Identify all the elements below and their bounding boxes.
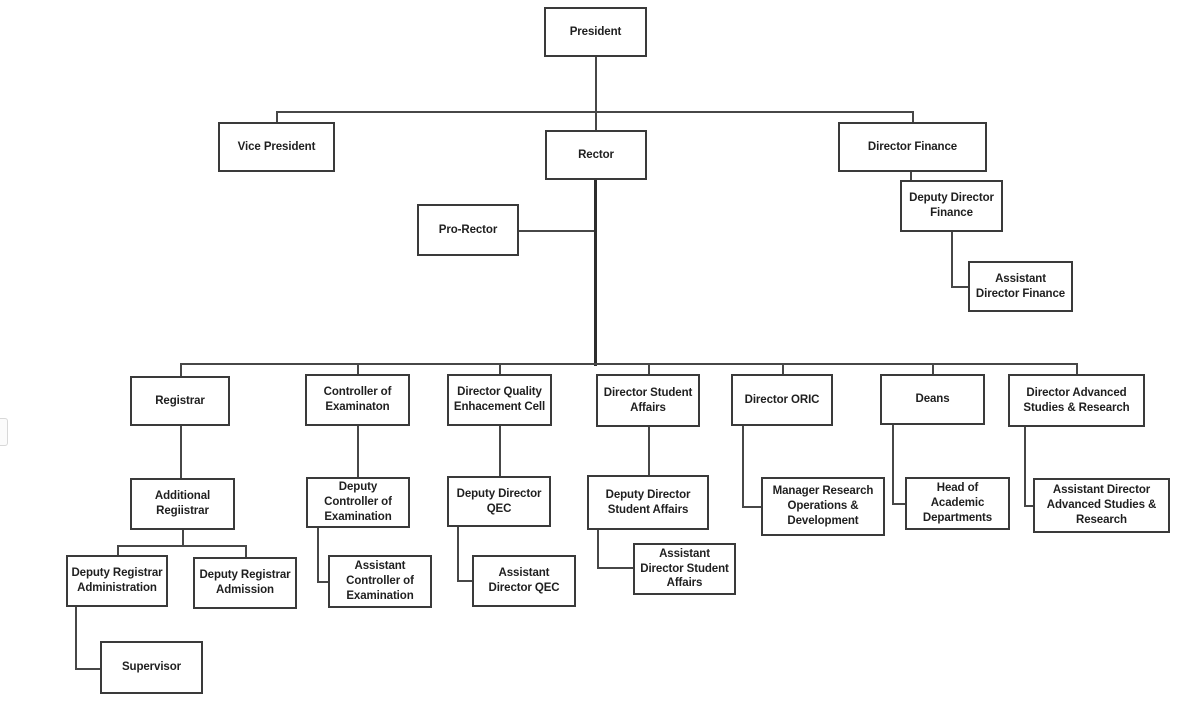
org-connector — [317, 528, 319, 583]
org-node-head-of-academic-departments: Head of Academic Departments — [905, 477, 1010, 530]
org-node-manager-research-operations: Manager Research Operations & Developmen… — [761, 477, 885, 536]
org-node-additional-registrar: Additional Regiistrar — [130, 478, 235, 530]
org-connector — [180, 363, 1078, 365]
org-connector — [245, 545, 247, 559]
org-node-president: President — [544, 7, 647, 57]
org-connector — [892, 503, 907, 505]
org-connector — [75, 607, 77, 670]
org-connector — [182, 530, 184, 547]
org-connector — [597, 567, 635, 569]
org-connector — [597, 530, 599, 569]
org-node-director-student-affairs: Director Student Affairs — [596, 374, 700, 427]
org-connector — [742, 506, 763, 508]
org-connector — [1076, 363, 1078, 376]
org-connector — [648, 427, 650, 477]
org-connector — [357, 363, 359, 376]
org-node-deputy-director-finance: Deputy Director Finance — [900, 180, 1003, 232]
org-node-assistant-director-finance: Assistant Director Finance — [968, 261, 1073, 312]
org-connector — [499, 426, 501, 478]
org-node-director-advanced-studies: Director Advanced Studies & Research — [1008, 374, 1145, 427]
org-connector — [951, 286, 970, 288]
org-connector — [117, 545, 247, 547]
org-connector — [595, 111, 597, 132]
org-node-vice-president: Vice President — [218, 122, 335, 172]
org-connector — [1024, 505, 1035, 507]
org-node-director-finance: Director Finance — [838, 122, 987, 172]
org-node-controller-of-examination: Controller of Examinaton — [305, 374, 410, 426]
org-node-deputy-director-qec: Deputy Director QEC — [447, 476, 551, 527]
org-node-deputy-controller-of-examination: Deputy Controller of Examination — [306, 477, 410, 528]
org-node-deans: Deans — [880, 374, 985, 425]
org-node-assistant-director-advanced-studies: Assistant Director Advanced Studies & Re… — [1033, 478, 1170, 533]
org-connector — [499, 363, 501, 376]
org-connector — [892, 425, 894, 505]
org-node-deputy-registrar-admission: Deputy Registrar Admission — [193, 557, 297, 609]
org-connector — [357, 426, 359, 479]
org-connector — [180, 363, 182, 378]
org-connector — [648, 363, 650, 376]
left-edge-scroll-marker — [0, 418, 8, 446]
org-connector — [910, 172, 912, 182]
org-connector — [75, 668, 102, 670]
org-node-director-qec: Director Quality Enhacement Cell — [447, 374, 552, 426]
org-connector — [1024, 427, 1026, 507]
org-node-assistant-director-qec: Assistant Director QEC — [472, 555, 576, 607]
org-connector — [180, 426, 182, 480]
org-connector — [457, 527, 459, 582]
org-connector — [742, 426, 744, 508]
org-node-rector: Rector — [545, 130, 647, 180]
org-node-registrar: Registrar — [130, 376, 230, 426]
org-node-pro-rector: Pro-Rector — [417, 204, 519, 256]
org-connector — [117, 545, 119, 557]
org-connector — [932, 363, 934, 376]
org-connector — [594, 180, 597, 366]
org-connector — [912, 111, 914, 124]
org-node-assistant-controller-of-examination: Assistant Controller of Examination — [328, 555, 432, 608]
org-connector — [276, 111, 278, 124]
org-node-supervisor: Supervisor — [100, 641, 203, 694]
org-connector — [595, 57, 597, 113]
org-connector — [782, 363, 784, 376]
org-node-deputy-director-student-affairs: Deputy Director Student Affairs — [587, 475, 709, 530]
org-node-director-oric: Director ORIC — [731, 374, 833, 426]
org-node-deputy-registrar-administration: Deputy Registrar Administration — [66, 555, 168, 607]
org-connector — [317, 581, 330, 583]
org-connector — [951, 232, 953, 288]
org-connector — [519, 230, 597, 232]
org-node-assistant-director-student-affairs: Assistant Director Student Affairs — [633, 543, 736, 595]
org-connector — [457, 580, 474, 582]
